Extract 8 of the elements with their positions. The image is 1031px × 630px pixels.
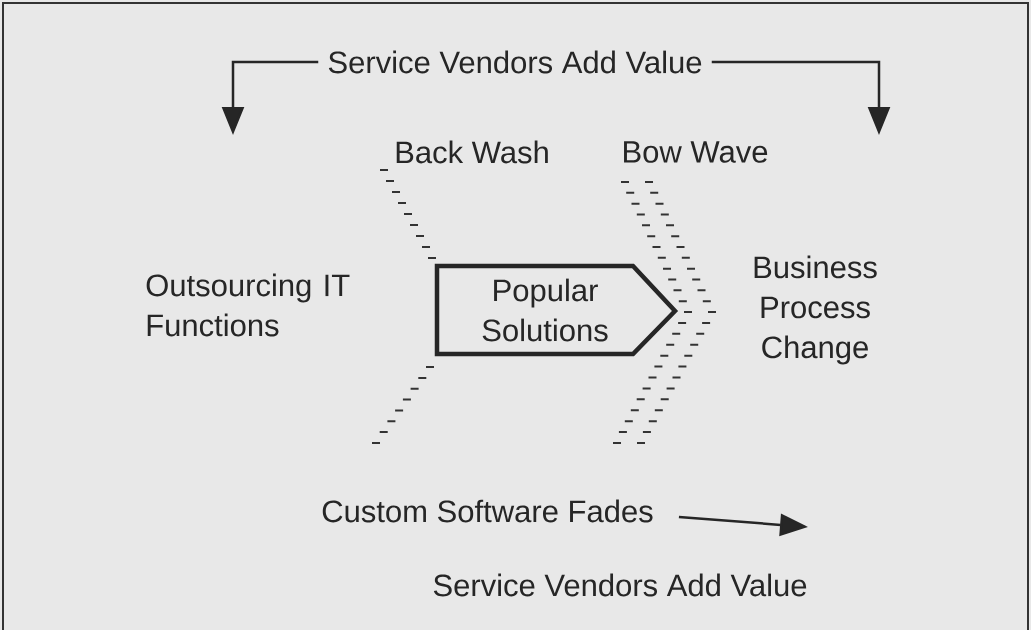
node-text: Service Vendors Add Value	[328, 50, 702, 74]
node-text: Outsourcing IT Functions	[146, 273, 350, 337]
arrow-box: Popular Solutions	[434, 263, 679, 357]
wave-label: Bow Wave	[624, 141, 768, 163]
node-text: Business Process Change	[754, 255, 877, 365]
node-text: Custom Software Fades	[322, 499, 653, 523]
wave-label: Back Wash	[396, 140, 548, 164]
node-text: Service Vendors Add Value	[433, 573, 807, 597]
